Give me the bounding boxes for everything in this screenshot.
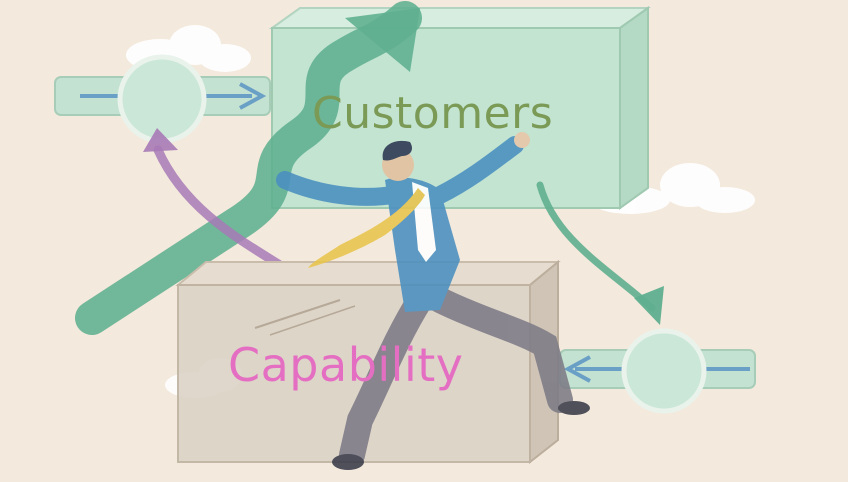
causal-arrowhead-teal [634, 286, 664, 325]
causal-arrow-purple [153, 145, 293, 275]
causal-arrow-teal [536, 181, 656, 312]
businessman-figure [276, 132, 590, 470]
valve-top-left [117, 54, 207, 144]
stock-customers-label: Customers [312, 88, 554, 139]
stock-capability-label: Capability [228, 338, 464, 392]
causal-arrow-green [75, 1, 422, 335]
causal-arrowhead-green [345, 8, 420, 72]
causal-arrowhead-purple [143, 128, 178, 152]
valve-bottom-right [621, 328, 707, 414]
